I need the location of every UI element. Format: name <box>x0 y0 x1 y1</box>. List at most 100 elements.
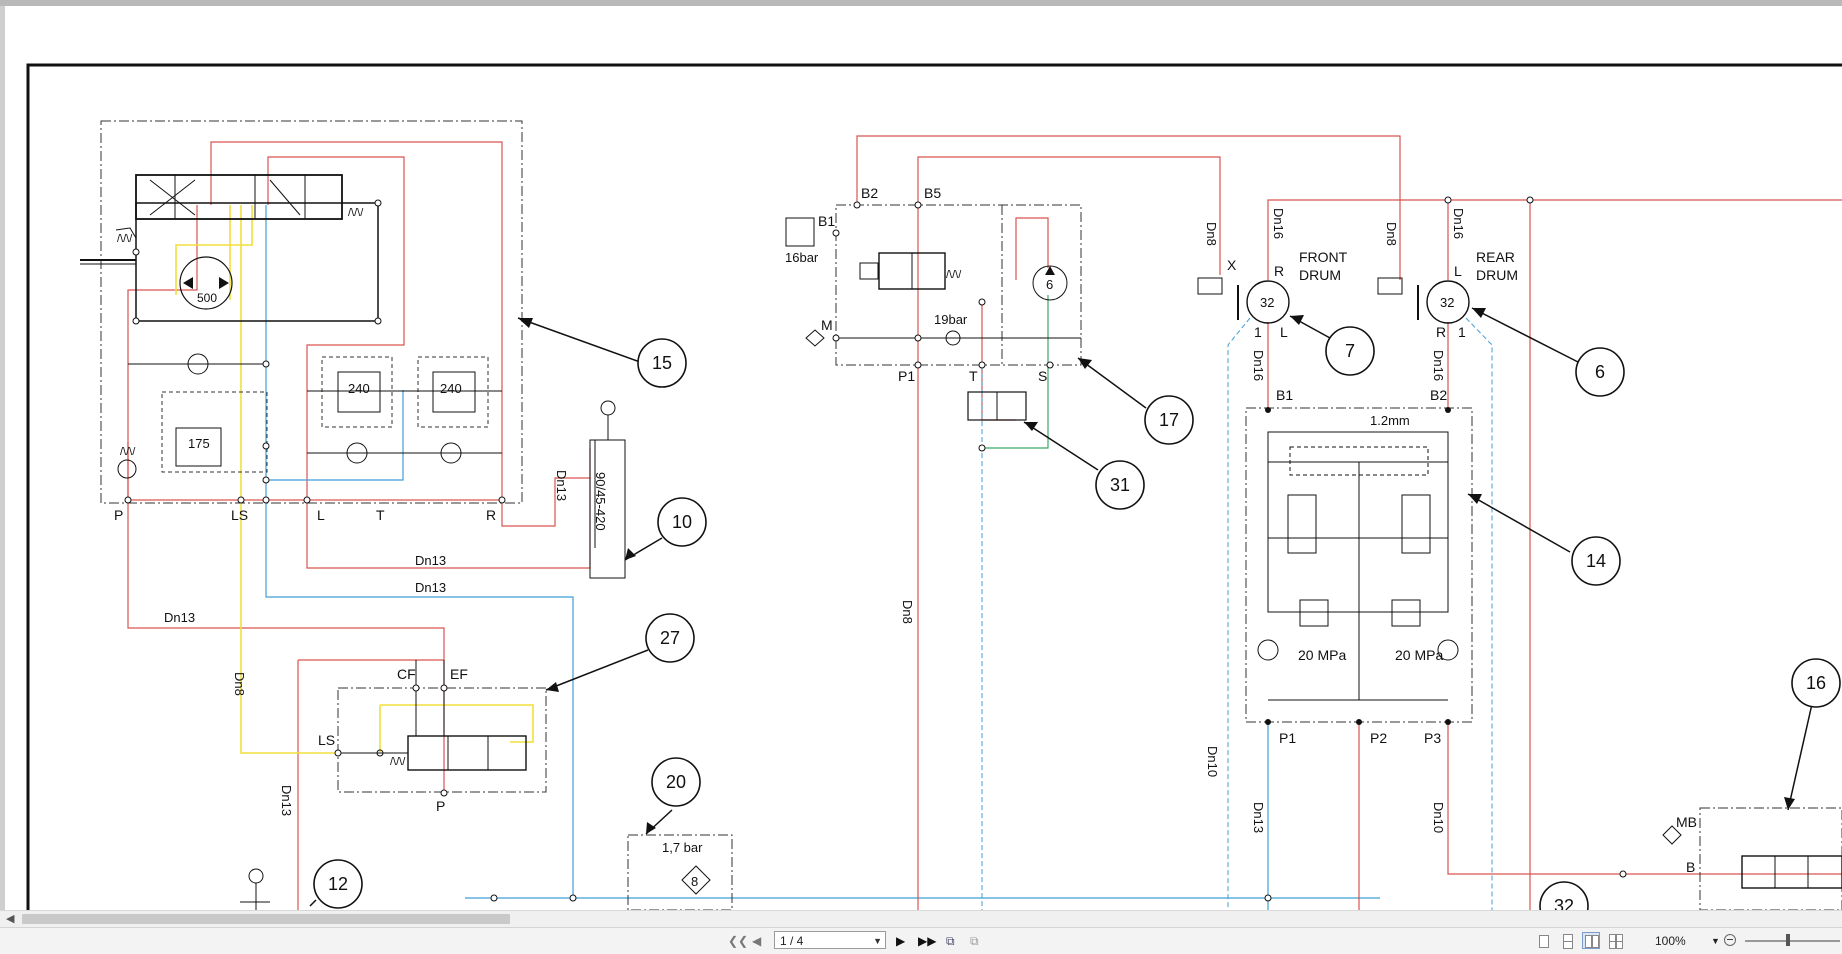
port-B2: B2 <box>861 185 878 201</box>
spool-valve <box>135 174 343 220</box>
line-size: Dn13 <box>279 785 294 816</box>
callout-32: 32 <box>1554 896 1574 910</box>
svg-text:/\/\/: /\/\/ <box>117 233 133 245</box>
first-page-icon[interactable]: ❮❮ <box>728 934 749 948</box>
port-M: M <box>821 317 833 333</box>
relief-175 <box>175 427 222 467</box>
left-gutter <box>0 6 5 910</box>
red-line <box>501 477 590 527</box>
prev-page-icon[interactable]: ◀ <box>752 934 762 948</box>
port-R: R <box>486 507 496 523</box>
rear-label: REAR <box>1476 249 1515 265</box>
component-15-group: /\/\/ /\/\/ 500 /\/\/ 175 240 240 P LS L… <box>80 120 1380 910</box>
line-size: Dn8 <box>900 600 915 624</box>
port-B5: B5 <box>924 185 941 201</box>
zoom-level[interactable]: 100% <box>1655 934 1686 948</box>
blue-dashed-line <box>1227 317 1251 910</box>
red-line <box>1015 217 1049 280</box>
scrollbar-thumb[interactable] <box>22 914 510 924</box>
horizontal-scrollbar[interactable]: ◀ <box>0 910 1842 927</box>
port-LS: LS <box>231 507 248 523</box>
directional-valve-16 <box>1741 855 1842 889</box>
single-page-view-icon[interactable] <box>1534 932 1552 949</box>
page-number-value: 1 / 4 <box>780 934 804 948</box>
zoom-dropdown-icon[interactable]: ▼ <box>1711 936 1720 946</box>
last-page-icon[interactable]: ▶▶ <box>918 934 937 948</box>
callout-10: 10 <box>672 512 692 532</box>
port-B2: B2 <box>1430 387 1447 403</box>
red-line <box>127 205 198 500</box>
callout-14: 14 <box>1586 551 1606 571</box>
copy-page-icon[interactable]: ⧉ <box>970 934 979 948</box>
port-S: S <box>1038 368 1047 384</box>
component-17-group: /\/\/ 6 B2 B5 B1 16bar M 19bar P1 T S Dn… <box>785 135 1401 910</box>
port-1: 1 <box>1458 324 1466 340</box>
next-page-icon[interactable]: ▶ <box>896 934 906 948</box>
port-CF: CF <box>397 666 416 682</box>
zoom-slider-thumb[interactable] <box>1786 934 1790 946</box>
hydraulic-schematic: /\/\/ /\/\/ 500 /\/\/ 175 240 240 P LS L… <box>26 63 1842 910</box>
line-size: Dn16 <box>1251 350 1266 381</box>
port-EF: EF <box>450 666 468 682</box>
port-X: X <box>1227 257 1237 273</box>
scroll-left-icon[interactable]: ◀ <box>6 913 15 925</box>
front-drum-motor-label: 32 <box>1260 295 1274 310</box>
cylinder-label: 90/45-420 <box>593 472 608 531</box>
rotate-page-icon[interactable]: ⧉ <box>946 934 955 948</box>
pressure-16bar: 16bar <box>785 250 819 265</box>
svg-text:/\/\/: /\/\/ <box>390 756 406 768</box>
line-size: Dn8 <box>1204 222 1219 246</box>
continuous-view-icon[interactable] <box>1558 932 1576 949</box>
port-P1: P1 <box>1279 730 1296 746</box>
callout-12: 12 <box>328 874 348 894</box>
two-page-continuous-view-icon[interactable] <box>1606 932 1624 949</box>
motor-500 <box>179 256 233 310</box>
callout-16: 16 <box>1806 673 1826 693</box>
port-R: R <box>1436 324 1446 340</box>
relief-240-b <box>432 371 476 413</box>
red-line <box>127 500 445 660</box>
filter-pressure: 1,7 bar <box>662 840 703 855</box>
top-border <box>0 0 1842 6</box>
callout-31: 31 <box>1110 475 1130 495</box>
flow-valve <box>407 735 527 771</box>
chevron-down-icon[interactable]: ▼ <box>873 936 882 946</box>
front-label: FRONT <box>1299 249 1348 265</box>
component-27-group: /\/\/ CF EF LS P <box>318 660 547 814</box>
port-L: L <box>1454 263 1462 279</box>
valve-block-17 <box>835 204 1082 366</box>
motor-6-label: 6 <box>1046 277 1053 292</box>
component-12-group <box>240 868 270 910</box>
drum-motors-group: 32 32 X R L 1 FRONT DRUM L R 1 REAR DRUM… <box>1197 199 1842 910</box>
blue-line <box>266 390 404 481</box>
red-line <box>1267 199 1842 280</box>
callout-20: 20 <box>666 772 686 792</box>
callout-17: 17 <box>1159 410 1179 430</box>
drum-label: DRUM <box>1476 267 1518 283</box>
component-15-dashed-frame <box>100 120 523 504</box>
page-number-field[interactable]: 1 / 4 ▼ <box>774 931 886 949</box>
cylinder-body <box>589 439 626 579</box>
two-page-view-icon[interactable] <box>1582 932 1600 949</box>
line-size: Dn16 <box>1451 208 1466 239</box>
zoom-out-icon[interactable] <box>1724 934 1736 946</box>
zoom-slider[interactable] <box>1745 940 1840 942</box>
line-size: Dn16 <box>1271 208 1286 239</box>
red-line <box>917 156 1221 275</box>
relief-175-label: 175 <box>188 436 210 451</box>
red-line <box>856 135 1401 280</box>
component-14-group: B1 B2 1.2mm 20 MPa 20 MPa P1 P2 P3 Dn10 … <box>1205 387 1473 833</box>
document-viewport[interactable]: /\/\/ /\/\/ 500 /\/\/ 175 240 240 P LS L… <box>0 0 1842 927</box>
yellow-line <box>380 704 534 743</box>
svg-text:/\/\/: /\/\/ <box>348 207 364 219</box>
page-frame <box>26 63 1842 910</box>
blue-line <box>265 205 574 898</box>
relief-240-b-label: 240 <box>440 381 462 396</box>
line-size: Dn13 <box>164 610 195 625</box>
line-size: Dn8 <box>232 672 247 696</box>
front-drum-motor <box>1246 280 1290 324</box>
line-size: Dn10 <box>1431 802 1446 833</box>
relief-240-a-label: 240 <box>348 381 370 396</box>
svg-text:/\/\/: /\/\/ <box>946 269 962 281</box>
yellow-line <box>240 205 338 754</box>
